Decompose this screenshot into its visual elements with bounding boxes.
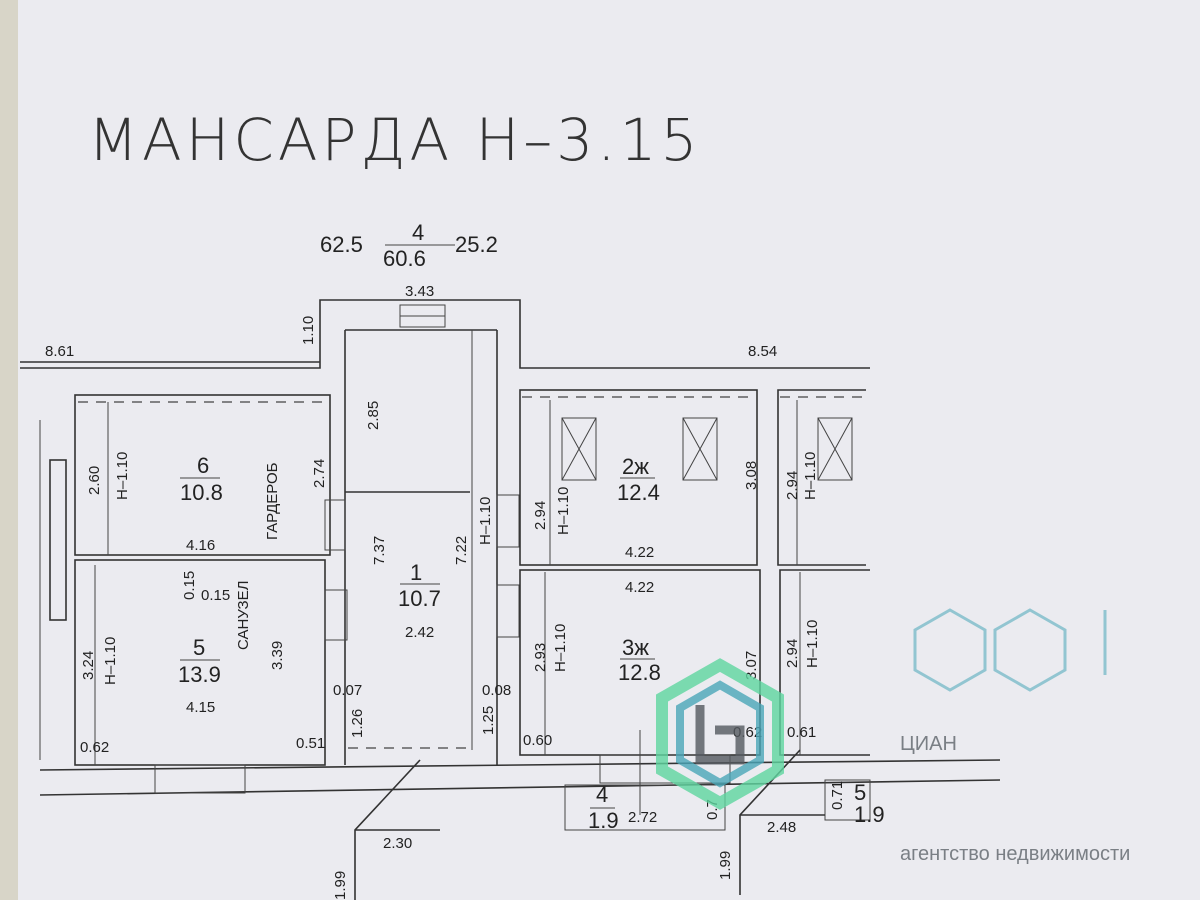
room-number: 5	[193, 635, 205, 660]
room-number: 2ж	[622, 454, 649, 479]
dim-label: 2.48	[767, 819, 796, 836]
room-1-hall: 2.85 7.37 1 10.7 2.42 7.22 Н–1.10 0.07 1…	[333, 330, 520, 750]
dim-label: 4.22	[625, 579, 654, 596]
dim-label: 2.94	[784, 471, 801, 500]
dim-label: 2.74	[311, 459, 328, 488]
dim-label: 2.94	[532, 501, 549, 530]
summary-total: 60.6	[383, 246, 426, 271]
room-area: 12.8	[618, 660, 661, 685]
dim-label: 2.93	[532, 643, 549, 672]
window-icon	[817, 417, 853, 481]
dim-label: 2.85	[365, 401, 382, 430]
room-area: 10.7	[398, 586, 441, 611]
dim-label: 8.54	[748, 343, 777, 360]
room-right-top: 2.94 Н–1.10	[777, 389, 866, 566]
room-number: 1	[410, 560, 422, 585]
ceiling-label: Н–1.10	[802, 452, 819, 500]
room-area: 1.9	[854, 802, 885, 827]
room-2-living: 2.94 Н–1.10 2ж 12.4 3.08 4.22	[519, 389, 760, 566]
room-number: 4	[596, 782, 608, 807]
page-edge	[0, 0, 18, 900]
watermark-brand: ЦИАН	[900, 733, 957, 755]
ceiling-label: Н–1.10	[114, 452, 131, 500]
summary-right: 25.2	[455, 232, 498, 257]
room-area: 13.9	[178, 662, 221, 687]
dim-label: 0.07	[333, 682, 362, 699]
dim-label: 1.26	[349, 709, 366, 738]
room-number: 3ж	[622, 635, 649, 660]
dim-label: 4.16	[186, 537, 215, 554]
plan-title: МАНСАРДА Н–3.15	[88, 106, 701, 174]
dim-label: 2.94	[784, 639, 801, 668]
dim-label: 4.22	[625, 544, 654, 561]
ceiling-label: Н–1.10	[555, 487, 572, 535]
dim-label: 0.15	[201, 587, 230, 604]
outer-dimensions: 3.43 1.10 8.61 8.54 2.30 1.99 2.48 1.99	[45, 283, 825, 900]
dim-label: 0.15	[181, 571, 198, 600]
dim-label: 3.39	[269, 641, 286, 670]
room-5-balcony: 0.71 5 1.9	[824, 779, 885, 827]
room-6-wardrobe: 2.60 Н–1.10 6 10.8 ГАРДЕРОБ 2.74 4.16	[74, 394, 346, 556]
dim-label: 3.08	[743, 461, 760, 490]
dim-label: 4.15	[186, 699, 215, 716]
room-name: САНУЗЕЛ	[235, 581, 252, 650]
dim-label: 0.60	[523, 732, 552, 749]
room-area: 12.4	[617, 480, 660, 505]
dim-label: 2.30	[383, 835, 412, 852]
ceiling-label: Н–1.10	[102, 637, 119, 685]
room-area: 10.8	[180, 480, 223, 505]
dim-label: 1.99	[717, 851, 734, 880]
room-area: 1.9	[588, 808, 619, 833]
dim-label: 2.42	[405, 624, 434, 641]
dim-label: 1.25	[480, 706, 497, 735]
room-3-living: 4.22 2.93 Н–1.10 3ж 12.8 3.07 0.60 0.62	[519, 569, 762, 784]
ceiling-label: Н–1.10	[552, 624, 569, 672]
summary-floor: 4	[412, 220, 424, 245]
dim-label: 0.61	[787, 724, 816, 741]
room-number: 5	[854, 780, 866, 805]
dim-label: 0.62	[80, 739, 109, 756]
summary-left: 62.5	[320, 232, 363, 257]
dim-label: 0.08	[482, 682, 511, 699]
room-5-bathroom: 0.15 0.15 САНУЗЕЛ 3.24 Н–1.10 5 13.9 3.3…	[74, 559, 348, 794]
ceiling-label: Н–1.10	[804, 620, 821, 668]
summary: 62.5 4 60.6 25.2	[320, 220, 498, 271]
dim-label: 3.24	[80, 651, 97, 680]
dim-label: 1.99	[332, 871, 349, 900]
ceiling-label: Н–1.10	[477, 497, 494, 545]
paper	[18, 0, 1200, 900]
watermark-tagline: агентство недвижимости	[900, 843, 1130, 865]
dim-label: 3.07	[743, 651, 760, 680]
dim-label: 2.60	[86, 466, 103, 495]
window-icon	[561, 417, 597, 481]
dim-label: 7.37	[371, 536, 388, 565]
agency-logo-icon	[656, 658, 784, 810]
dim-label: 0.51	[296, 735, 325, 752]
dim-label: 1.10	[300, 316, 317, 345]
room-number: 6	[197, 453, 209, 478]
room-name: ГАРДЕРОБ	[264, 462, 281, 540]
dim-label: 0.71	[829, 781, 846, 810]
dim-label: 8.61	[45, 343, 74, 360]
room-4-balcony: 4 1.9 2.72 0.7	[564, 730, 726, 833]
dim-label: 3.43	[405, 283, 434, 300]
agency-watermark: ЦИАН агентство недвижимости	[656, 608, 1130, 865]
window-icon	[682, 417, 718, 481]
dim-label: 2.72	[628, 809, 657, 826]
dim-label: 7.22	[453, 536, 470, 565]
room-right-bottom: 2.94 Н–1.10 0.61	[779, 569, 870, 756]
